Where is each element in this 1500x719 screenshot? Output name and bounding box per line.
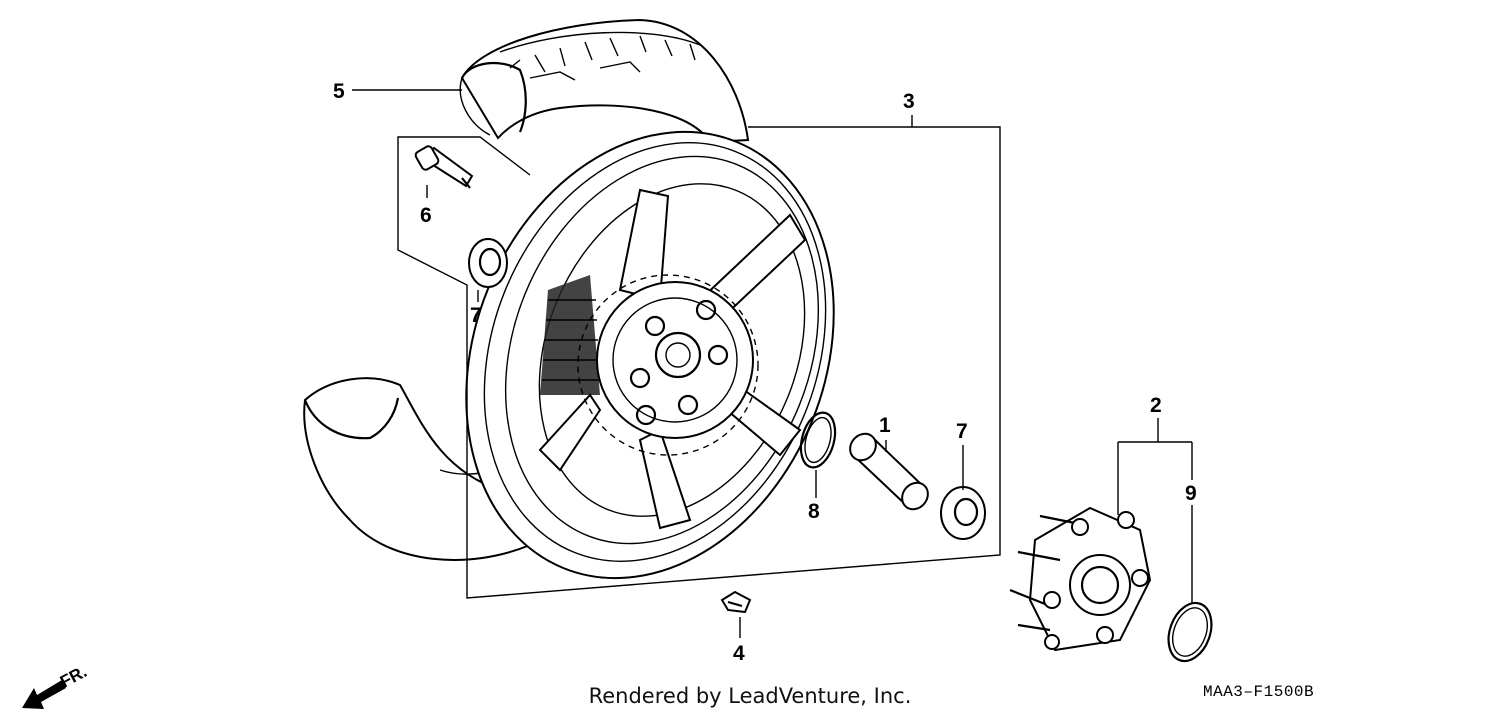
callout-8: 8 — [808, 500, 820, 523]
dust-seal — [799, 411, 837, 469]
callout-6: 6 — [420, 204, 432, 227]
valve-stem — [414, 145, 474, 189]
final-driven-flange — [1009, 506, 1152, 652]
callout-1: 1 — [879, 414, 891, 437]
flange-studs — [1009, 511, 1149, 650]
axle-spacer — [849, 432, 929, 511]
callout-7-right: 7 — [956, 420, 968, 443]
callout-4: 4 — [733, 642, 745, 665]
callout-7-left: 7 — [470, 304, 482, 327]
leader-lines — [352, 89, 1193, 638]
valve-cap — [720, 590, 752, 614]
callout-5: 5 — [333, 80, 345, 103]
hub-bolts — [629, 299, 729, 426]
bearing-right — [940, 486, 986, 540]
callout-2: 2 — [1150, 394, 1162, 417]
tire-upper-section — [459, 18, 750, 144]
callout-3: 3 — [903, 90, 915, 113]
o-ring — [1167, 601, 1213, 663]
diagram-code: MAA3–F1500B — [1203, 683, 1315, 701]
footer-credit: Rendered by LeadVenture, Inc. — [588, 684, 912, 708]
wheel-rim — [465, 130, 835, 580]
front-direction-arrow-icon — [22, 680, 66, 709]
bearing-left — [468, 238, 508, 288]
callout-9: 9 — [1185, 482, 1197, 505]
